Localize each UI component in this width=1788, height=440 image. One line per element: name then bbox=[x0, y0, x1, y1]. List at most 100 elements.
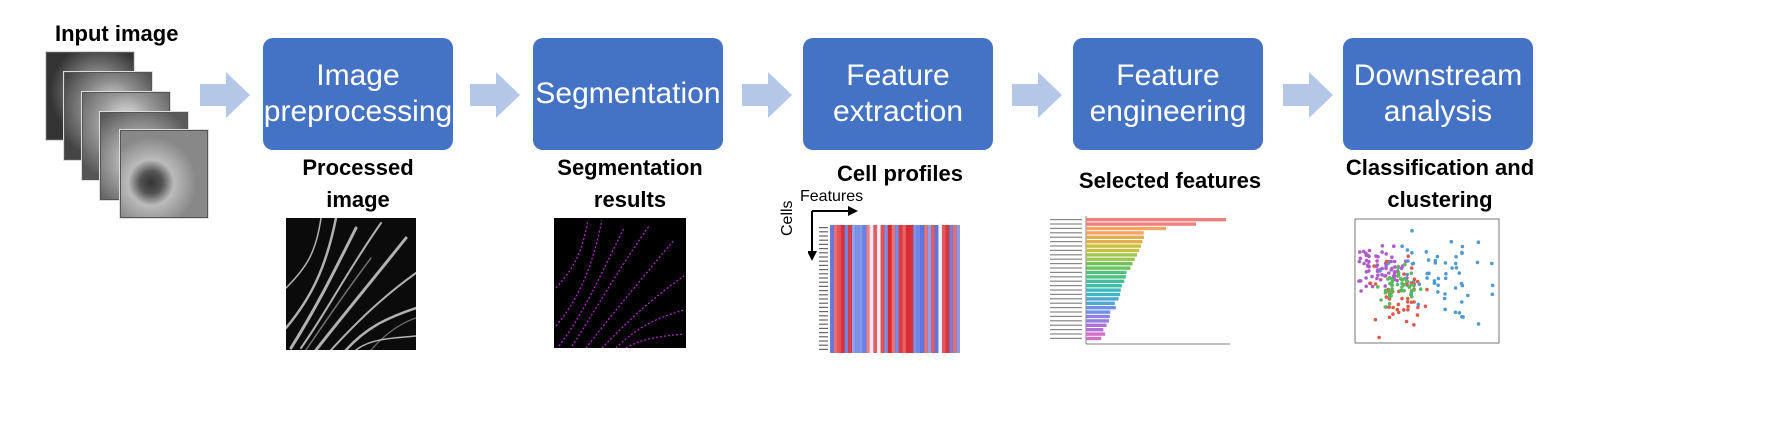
heatmap-row-tick bbox=[819, 348, 828, 350]
feature-tick-label bbox=[1050, 289, 1082, 291]
scatter-point bbox=[1386, 277, 1390, 281]
scatter-point bbox=[1395, 307, 1400, 312]
heatmap-column bbox=[887, 225, 892, 353]
feature-bar bbox=[1086, 262, 1133, 266]
scatter-point bbox=[1475, 260, 1480, 265]
scatter-point bbox=[1383, 288, 1388, 293]
scatter-point bbox=[1400, 285, 1404, 289]
heatmap-row-tick bbox=[819, 285, 828, 287]
scatter-point bbox=[1376, 285, 1380, 289]
feature-tick-label bbox=[1050, 298, 1082, 300]
scatter-point bbox=[1384, 264, 1388, 269]
scatter-point bbox=[1436, 283, 1440, 287]
scatter-point bbox=[1405, 279, 1410, 284]
feature-bar bbox=[1086, 235, 1144, 239]
scatter-point bbox=[1443, 261, 1448, 265]
step-label: Segmentation bbox=[535, 77, 721, 110]
scatter-point bbox=[1449, 239, 1454, 244]
feature-tick-label bbox=[1050, 245, 1082, 247]
feature-tick-label bbox=[1050, 307, 1082, 309]
scatter-point bbox=[1412, 323, 1416, 327]
heatmap-column bbox=[923, 225, 928, 353]
scatter-point bbox=[1453, 261, 1458, 266]
feature-tick-label bbox=[1050, 329, 1082, 331]
classification-scatter bbox=[1354, 218, 1500, 344]
scatter-point bbox=[1404, 319, 1409, 324]
scatter-point bbox=[1396, 264, 1401, 269]
scatter-point bbox=[1390, 277, 1394, 281]
feature-bar bbox=[1086, 328, 1104, 332]
scatter-point bbox=[1418, 287, 1423, 291]
scatter-point bbox=[1410, 228, 1414, 233]
heatmap-column bbox=[913, 225, 917, 353]
heatmap-column bbox=[952, 225, 957, 353]
heatmap-column bbox=[858, 225, 863, 353]
scatter-point bbox=[1454, 255, 1458, 259]
scatter-point bbox=[1411, 261, 1416, 266]
feature-tick-label bbox=[1050, 267, 1082, 269]
step-feature-engineering: Feature engineering bbox=[1073, 38, 1263, 150]
feature-tick-label bbox=[1050, 263, 1082, 265]
heatmap-column bbox=[891, 225, 896, 353]
scatter-point bbox=[1450, 266, 1454, 270]
scatter-point bbox=[1388, 281, 1392, 286]
feature-bar bbox=[1086, 279, 1125, 283]
flow-arrow-2 bbox=[470, 72, 520, 118]
feature-tick-label bbox=[1050, 254, 1082, 256]
caption-classification-clustering: Classification and clustering bbox=[1345, 155, 1535, 212]
scatter-point bbox=[1409, 266, 1414, 270]
scatter-point bbox=[1442, 296, 1447, 301]
scatter-point bbox=[1358, 256, 1363, 261]
feature-bar bbox=[1086, 284, 1122, 288]
feature-bar bbox=[1086, 288, 1121, 292]
scatter-point bbox=[1425, 276, 1429, 280]
step-label: Feature extraction bbox=[832, 59, 964, 128]
feature-tick-label bbox=[1050, 285, 1082, 287]
segmentation-image bbox=[554, 218, 686, 348]
scatter-point bbox=[1425, 271, 1430, 276]
heatmap-column bbox=[938, 225, 943, 353]
scatter-point bbox=[1406, 296, 1410, 301]
scatter-point bbox=[1416, 305, 1420, 310]
scatter-point bbox=[1358, 279, 1363, 283]
scatter-point bbox=[1396, 302, 1401, 307]
scatter-point bbox=[1454, 266, 1459, 270]
feature-bar bbox=[1086, 323, 1107, 327]
scatter-point bbox=[1476, 240, 1481, 244]
scatter-point bbox=[1357, 259, 1362, 264]
scatter-point bbox=[1384, 252, 1388, 256]
heatmap-axis-arrows bbox=[808, 206, 858, 261]
scatter-point bbox=[1443, 292, 1447, 296]
scatter-point bbox=[1402, 308, 1406, 312]
heatmap-column bbox=[956, 225, 960, 353]
feature-bar bbox=[1086, 244, 1142, 248]
feature-bar bbox=[1086, 257, 1135, 261]
scatter-point bbox=[1490, 283, 1495, 288]
heatmap-column bbox=[934, 225, 939, 353]
scatter-point bbox=[1376, 254, 1380, 259]
scatter-point bbox=[1490, 292, 1495, 297]
input-image-layer-5 bbox=[120, 130, 208, 218]
scatter-point bbox=[1435, 254, 1440, 259]
scatter-point bbox=[1406, 304, 1410, 309]
feature-bar bbox=[1086, 222, 1196, 226]
scatter-point bbox=[1402, 288, 1406, 293]
scatter-point bbox=[1396, 270, 1401, 275]
scatter-point bbox=[1426, 258, 1431, 262]
feature-tick-label bbox=[1050, 337, 1082, 339]
heatmap-row-tick bbox=[819, 323, 828, 325]
heatmap-row-tick bbox=[819, 252, 828, 254]
scatter-point bbox=[1409, 294, 1414, 299]
scatter-point bbox=[1409, 300, 1414, 304]
scatter-point bbox=[1373, 282, 1378, 286]
scatter-point bbox=[1380, 250, 1384, 254]
scatter-point bbox=[1415, 279, 1420, 284]
heatmap-row-tick bbox=[819, 298, 828, 300]
scatter-point bbox=[1476, 322, 1481, 326]
step-feature-extraction: Feature extraction bbox=[803, 38, 993, 150]
heatmap-column bbox=[876, 225, 881, 353]
scatter-point bbox=[1391, 305, 1395, 310]
heatmap-column bbox=[855, 225, 860, 353]
scatter-point bbox=[1370, 284, 1375, 289]
scatter-point bbox=[1396, 310, 1401, 315]
